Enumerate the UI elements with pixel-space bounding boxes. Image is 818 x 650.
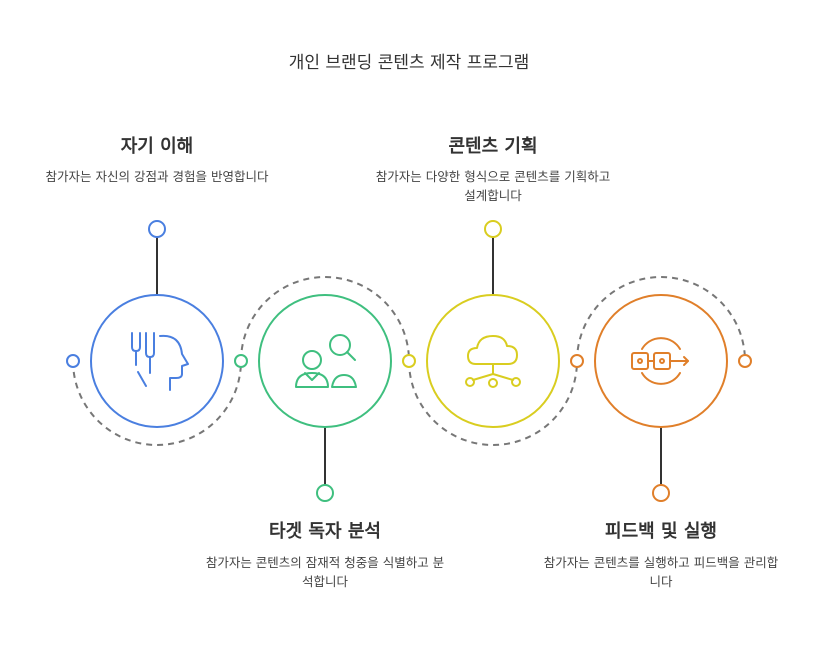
step-3-description: 참가자는 다양한 형식으로 콘텐츠를 기획하고 설계합니다 <box>375 169 611 203</box>
step-4-title: 피드백 및 실행 <box>605 521 717 542</box>
step-1-node <box>66 220 224 428</box>
connector-arc-4 <box>576 276 746 362</box>
audience-search-icon <box>295 334 357 388</box>
step-2-description: 참가자는 콘텐츠의 잠재적 청중을 식별하고 분석합니다 <box>205 555 445 589</box>
step-1-description: 참가자는 자신의 강점과 경험을 반영합니다 <box>45 169 269 184</box>
step-2-node <box>234 294 392 502</box>
connector-arc-1 <box>72 360 242 446</box>
head-utensils-icon <box>131 332 189 391</box>
connector-arc-2 <box>240 276 410 362</box>
step-1-title: 자기 이해 <box>120 136 194 157</box>
step-4-node <box>570 294 752 502</box>
step-2-title: 타겟 독자 분석 <box>269 521 381 542</box>
cloud-network-icon <box>465 335 521 388</box>
connector-arc-3 <box>408 360 578 446</box>
page-title: 개인 브랜딩 콘텐츠 제작 프로그램 <box>288 53 530 73</box>
step-3-title: 콘텐츠 기획 <box>448 136 538 157</box>
step-4-description: 참가자는 콘텐츠를 실행하고 피드백을 관리합니다 <box>543 555 779 589</box>
step-3-node <box>402 220 560 428</box>
flow-arrow-icon <box>631 337 689 385</box>
